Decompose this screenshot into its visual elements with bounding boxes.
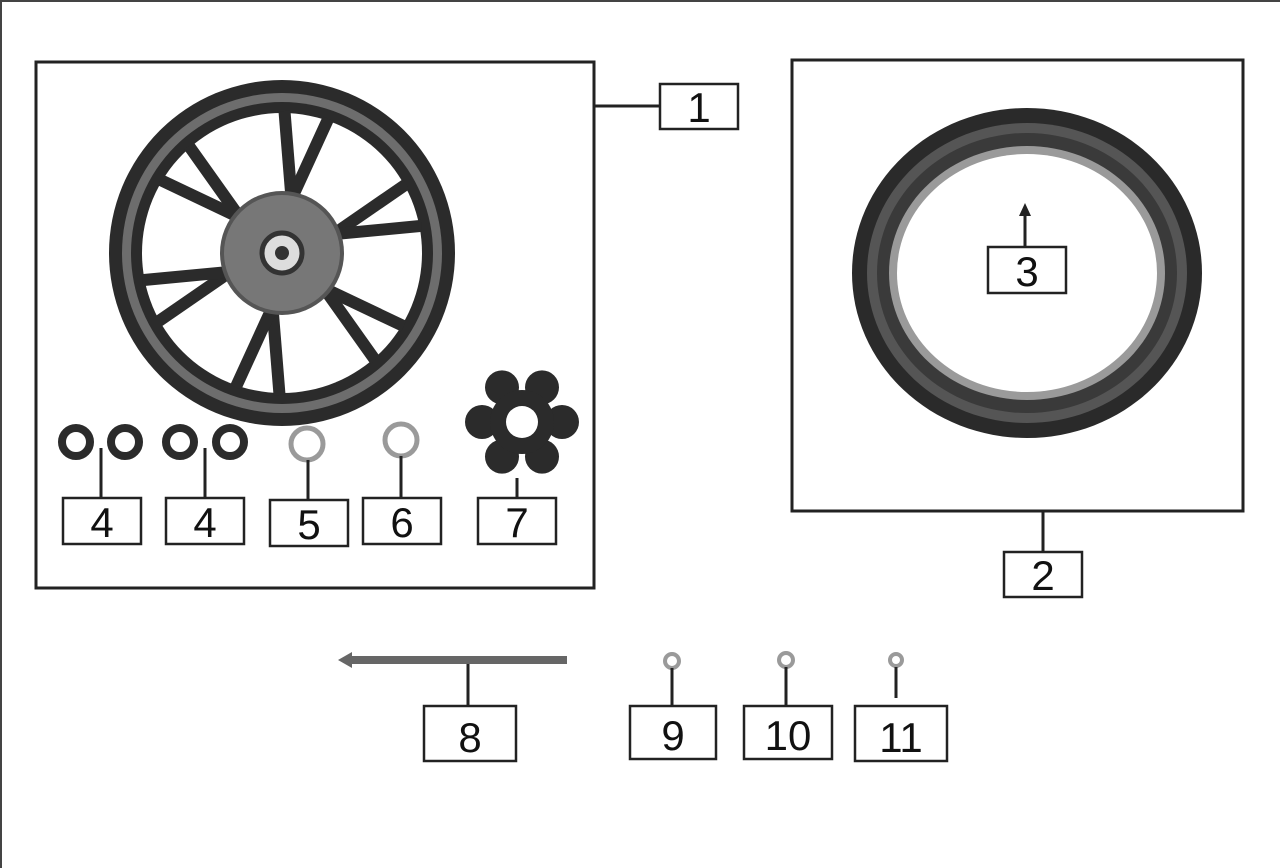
callout-2: 2 [1031, 552, 1054, 599]
callout-7: 7 [505, 499, 528, 546]
washer-icon [382, 421, 420, 459]
callout-boxes [61, 82, 1084, 763]
wheel-spoke [321, 282, 407, 332]
leader-lines [99, 104, 1045, 706]
nut-icon [777, 651, 795, 669]
tire-assembly-box [790, 58, 1245, 513]
callout-3: 3 [1015, 248, 1038, 295]
arrow-up-icon [1019, 203, 1031, 216]
wheel-spoke [157, 174, 243, 224]
callout-4a: 4 [90, 499, 113, 546]
wheel-spoke [154, 266, 234, 327]
bearing-icon [162, 424, 248, 460]
damper-rubber-icon [465, 370, 579, 474]
wheel-spoke [319, 284, 381, 364]
callout-9: 9 [661, 712, 684, 759]
damper-lobe [545, 405, 579, 439]
wheel-spoke [230, 304, 278, 390]
wheel-spoke [266, 306, 286, 396]
callout-5: 5 [297, 501, 320, 548]
callout-8: 8 [458, 714, 481, 761]
damper-lobe [465, 405, 499, 439]
callout-4b: 4 [193, 499, 216, 546]
washer-icon [288, 425, 326, 463]
wheel-spoke [333, 219, 422, 241]
callout-6: 6 [390, 499, 413, 546]
nut-icon [888, 652, 904, 668]
wheel-rim-icon [109, 80, 455, 426]
callout-10: 10 [765, 712, 812, 759]
nut-icon [663, 652, 681, 670]
bearing-icon [58, 424, 143, 460]
wheel-spoke [330, 179, 410, 240]
wheel-spoke [142, 265, 231, 287]
wheel-spoke [286, 116, 334, 202]
wheel-spoke [183, 142, 245, 222]
wheel-assembly-box [34, 60, 596, 590]
axle-icon [338, 652, 567, 668]
callout-11: 11 [879, 714, 923, 761]
callout-1: 1 [687, 84, 710, 131]
wheel-spoke [278, 110, 298, 200]
